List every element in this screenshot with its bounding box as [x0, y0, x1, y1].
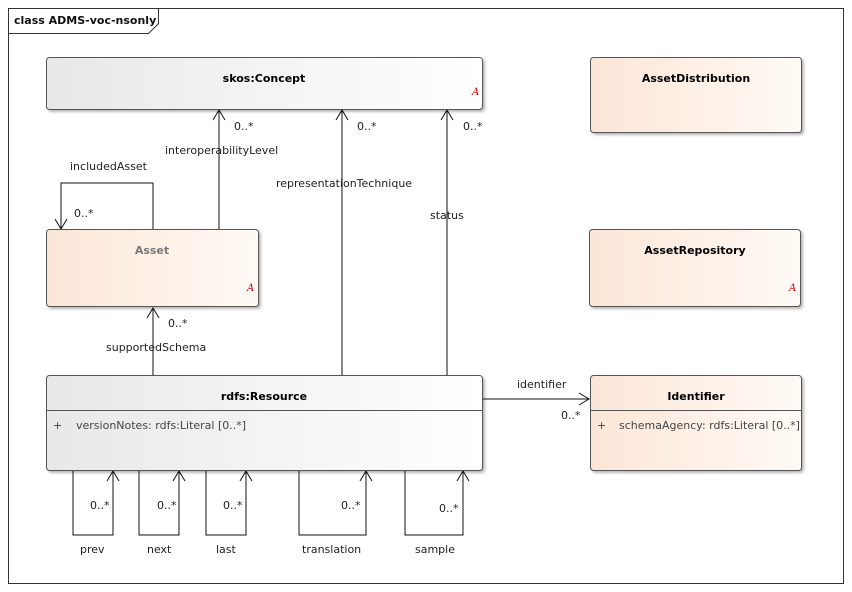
included-asset-multiplicity: 0..*	[74, 207, 94, 220]
translation-multiplicity: 0..*	[341, 499, 361, 512]
attribute-visibility: +	[53, 419, 62, 432]
last-role: last	[216, 543, 237, 556]
representation-technique-multiplicity: 0..*	[357, 120, 377, 133]
diagram-title: class ADMS-voc-nsonly	[14, 14, 156, 27]
abstract-marker: A	[246, 283, 254, 294]
class-asset-name: Asset	[135, 244, 169, 257]
class-identifier[interactable]: Identifier + schemaAgency: rdfs:Literal …	[590, 375, 802, 471]
attribute-visibility: +	[597, 419, 606, 432]
class-asset-repository[interactable]: AssetRepository A	[589, 229, 801, 307]
class-identifier-name: Identifier	[667, 390, 725, 403]
class-asset[interactable]: Asset A	[46, 229, 259, 307]
supported-schema-association[interactable]	[146, 307, 160, 375]
interoperability-level-multiplicity: 0..*	[234, 120, 254, 133]
prev-role: prev	[80, 543, 105, 556]
interoperability-level-role: interoperabilityLevel	[165, 144, 278, 157]
class-rdfs-resource[interactable]: rdfs:Resource + versionNotes: rdfs:Liter…	[46, 375, 483, 471]
attribute-schema-agency: schemaAgency: rdfs:Literal [0..*]	[619, 419, 800, 432]
abstract-marker: A	[471, 87, 479, 98]
sample-multiplicity: 0..*	[439, 502, 459, 515]
translation-role: translation	[302, 543, 361, 556]
identifier-role: identifier	[517, 378, 567, 391]
class-skos-concept-name: skos:Concept	[223, 72, 306, 85]
class-skos-concept[interactable]: skos:Concept A	[46, 57, 483, 110]
abstract-marker: A	[788, 283, 796, 294]
class-asset-distribution-name: AssetDistribution	[642, 72, 750, 85]
identifier-association[interactable]	[483, 392, 590, 406]
class-asset-distribution[interactable]: AssetDistribution	[590, 57, 802, 133]
next-role: next	[147, 543, 172, 556]
supported-schema-role: supportedSchema	[106, 341, 206, 354]
diagram-title-tab	[8, 8, 159, 34]
class-asset-repository-name: AssetRepository	[644, 244, 745, 257]
last-multiplicity: 0..*	[223, 499, 243, 512]
next-multiplicity: 0..*	[157, 499, 177, 512]
status-role: status	[430, 209, 464, 222]
status-multiplicity: 0..*	[463, 120, 483, 133]
prev-multiplicity: 0..*	[90, 499, 110, 512]
included-asset-role: includedAsset	[70, 160, 148, 173]
identifier-multiplicity: 0..*	[561, 409, 581, 422]
sample-role: sample	[415, 543, 455, 556]
representation-technique-role: representationTechnique	[276, 177, 412, 190]
attribute-version-notes: versionNotes: rdfs:Literal [0..*]	[76, 419, 246, 432]
class-rdfs-resource-name: rdfs:Resource	[221, 390, 307, 403]
supported-schema-multiplicity: 0..*	[168, 317, 188, 330]
